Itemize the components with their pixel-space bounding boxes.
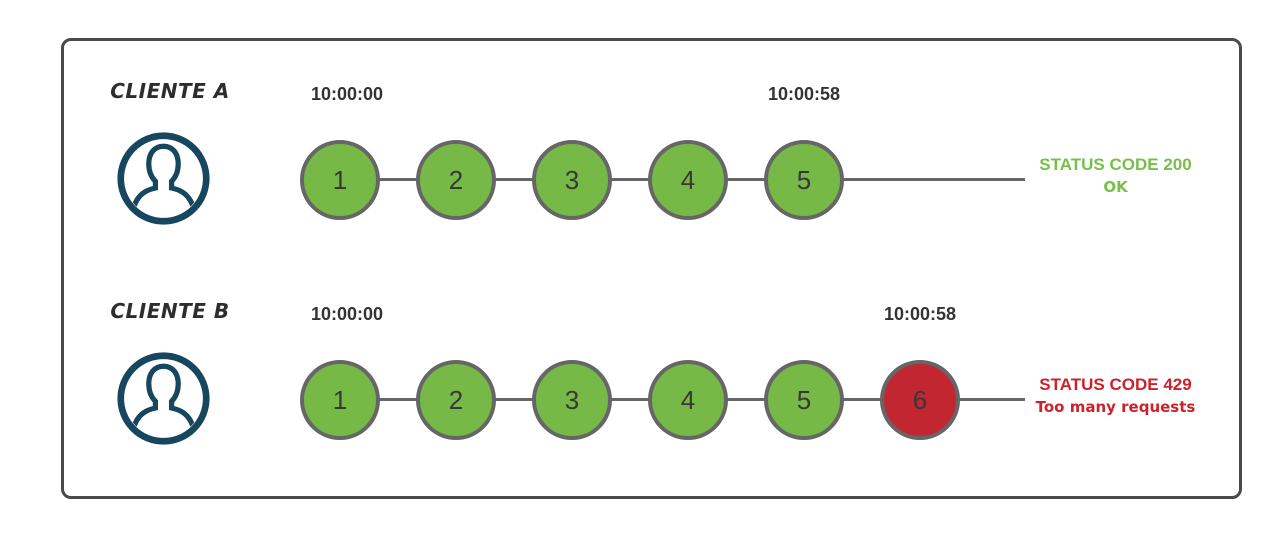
request-number: 5 [796, 164, 812, 195]
request-step-3: 3 [532, 360, 612, 440]
request-step-2: 2 [416, 360, 496, 440]
request-number: 4 [680, 384, 696, 415]
request-step-2: 2 [416, 140, 496, 220]
request-step-1: 1 [300, 140, 380, 220]
client-b-label: CLIENTE B [110, 299, 230, 323]
client-a-row: CLIENTE A 10:00:00 10:00:58 1 2 3 4 5 STATUS… [0, 78, 1280, 248]
diagram-border-box [61, 38, 1242, 499]
request-step-3: 3 [532, 140, 612, 220]
request-step-5: 5 [764, 360, 844, 440]
request-step-4: 4 [648, 140, 728, 220]
request-number: 5 [796, 384, 812, 415]
request-step-5: 5 [764, 140, 844, 220]
client-a-status: STATUS CODE 200 OK [1008, 154, 1223, 198]
user-avatar-icon [116, 351, 211, 446]
client-a-label: CLIENTE A [110, 79, 230, 103]
client-b-row: CLIENTE B 10:00:00 10:00:58 1 2 3 4 5 6 STATU… [0, 298, 1280, 468]
request-number: 2 [448, 384, 464, 415]
request-number: 2 [448, 164, 464, 195]
request-number: 6 [912, 384, 928, 415]
status-message-text: Too many requests [1035, 398, 1196, 416]
status-code-text: STATUS CODE 200 [1039, 155, 1192, 174]
client-b-start-timestamp: 10:00:00 [310, 304, 384, 324]
client-b-status: STATUS CODE 429 Too many requests [1008, 374, 1223, 418]
request-step-6: 6 [880, 360, 960, 440]
request-number: 3 [564, 164, 580, 195]
request-number: 4 [680, 164, 696, 195]
request-number: 1 [332, 384, 348, 415]
request-step-1: 1 [300, 360, 380, 440]
request-number: 3 [564, 384, 580, 415]
status-message-text: OK [1103, 178, 1128, 196]
user-avatar-icon [116, 131, 211, 226]
client-b-end-timestamp: 10:00:58 [883, 304, 957, 324]
client-a-end-timestamp: 10:00:58 [767, 84, 841, 104]
status-code-text: STATUS CODE 429 [1039, 375, 1192, 394]
client-a-start-timestamp: 10:00:00 [310, 84, 384, 104]
request-number: 1 [332, 164, 348, 195]
request-step-4: 4 [648, 360, 728, 440]
